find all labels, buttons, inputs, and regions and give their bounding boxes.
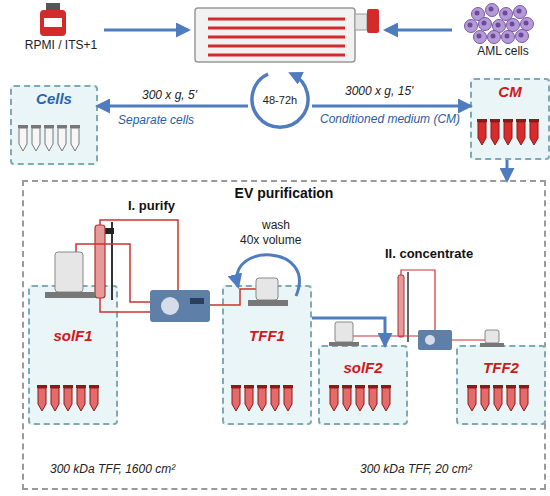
- annotation: 3000 x g, 15': [345, 84, 413, 98]
- annotation: I. purify: [128, 198, 175, 213]
- flow-arrow: [312, 318, 385, 345]
- annotation: Separate cells: [118, 113, 194, 127]
- feed-arrow: [104, 29, 188, 32]
- node-label: solF2: [320, 347, 406, 376]
- node-label: TFF2: [458, 347, 544, 376]
- node-label: solF1: [30, 287, 116, 344]
- aml-cell-cluster: [465, 4, 534, 44]
- sample-tubes: [18, 119, 539, 411]
- flow-arrow: [506, 160, 509, 180]
- annotation: Conditioned medium (CM): [320, 112, 460, 126]
- medium-bottle: [40, 3, 66, 36]
- node-label: 48-72h: [248, 68, 312, 132]
- annotation: II. concentrate: [385, 246, 473, 261]
- flow-arrow: [312, 105, 470, 108]
- seed-arrow: [386, 29, 452, 32]
- node-label: Cells: [12, 87, 96, 107]
- incubation-cycle: 48-72h: [248, 68, 312, 132]
- node-label: AML cells: [452, 44, 550, 58]
- tff-setup-small: [329, 270, 504, 350]
- panel-title: EV purification: [24, 182, 544, 201]
- icon-caption: AML cells: [452, 44, 550, 64]
- annotation: 40x volume: [240, 233, 301, 247]
- annotation: 300 kDa TFF, 1600 cm²: [50, 462, 175, 476]
- flow-arrow: [98, 105, 248, 108]
- tff-setup-large: [45, 220, 299, 322]
- annotation: 300 x g, 5': [142, 88, 197, 102]
- node-label: RPMI / ITS+1: [4, 38, 118, 52]
- icon-caption: RPMI / ITS+1: [4, 38, 118, 58]
- annotation: 300 kDa TFF, 20 cm²: [360, 462, 472, 476]
- node-label: CM: [472, 80, 548, 100]
- culture-flask: [195, 8, 379, 62]
- node-label: TFF1: [224, 287, 310, 344]
- annotation: wash: [262, 218, 290, 232]
